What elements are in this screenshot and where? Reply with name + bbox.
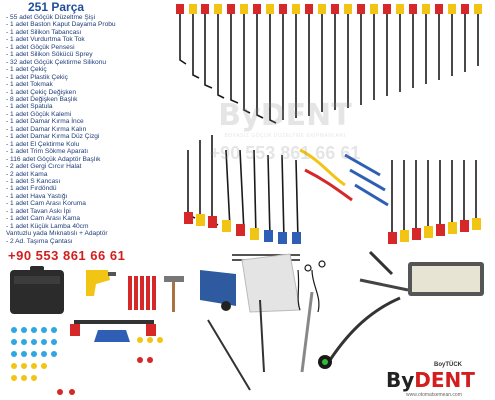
adapter-grid bbox=[11, 327, 163, 395]
list-item: - 1 adet Tavan Askı İpi bbox=[6, 207, 71, 215]
brand-logo: ByDENT bbox=[386, 368, 475, 392]
list-item: - 1 adet Hava Yastığı bbox=[6, 192, 68, 200]
list-item: Vantuzlu yada Mıknatıslı + Adaptör bbox=[6, 230, 108, 238]
list-item: - 32 adet Göçük Çektirme Silikonu bbox=[6, 58, 107, 66]
middle-rods bbox=[187, 135, 477, 241]
list-item: - 1 adet Çekiç Değişken bbox=[6, 88, 77, 96]
air-wedge bbox=[200, 270, 236, 311]
list-item: - 1 adet Çekiç bbox=[6, 66, 47, 74]
hammer bbox=[164, 276, 184, 312]
watermark-phone: +90 553 861 66 61 bbox=[209, 143, 361, 163]
list-item: - 1 adet Damar Kırma İnce bbox=[6, 118, 84, 126]
list-item: - 116 adet Göçük Adaptör Başlık bbox=[6, 155, 101, 163]
list-item: - 1 adet Damar Kırma Düz Çizgi bbox=[6, 133, 100, 141]
slide-hammer bbox=[300, 291, 314, 373]
list-item: - 1 adet Silikon Sökücü Sprey bbox=[6, 51, 93, 59]
list-item: - 1 adet S Kancası bbox=[6, 177, 61, 185]
list-item: - 1 adet Küçük Lamba 40cm bbox=[6, 222, 89, 230]
list-item: - 1 adet El Çektirme Kolu bbox=[6, 140, 80, 148]
center-bent-tools bbox=[299, 148, 389, 207]
list-item: - 1 adet Cam Arası Kama bbox=[6, 215, 81, 223]
bridge-puller bbox=[70, 320, 156, 342]
tool-case bbox=[10, 266, 64, 314]
brand-logo-part2: DENT bbox=[414, 368, 475, 392]
watermark-logo: ByDENT bbox=[218, 98, 352, 133]
middle-handles bbox=[184, 212, 481, 244]
brand-small: BoyTÜCK bbox=[434, 362, 462, 368]
list-item: - 2 adet Kama bbox=[6, 170, 48, 178]
list-item: - 1 adet Tokmak bbox=[6, 81, 53, 89]
list-item: - 1 adet Silikon Tabancası bbox=[6, 28, 82, 36]
brand-website: www.otomatsemean.com bbox=[406, 392, 462, 398]
gooseneck-suction bbox=[318, 296, 401, 369]
list-item: - 1 adet Spatula bbox=[6, 103, 53, 111]
top-rods bbox=[179, 8, 479, 124]
glue-sticks bbox=[128, 276, 156, 310]
tap-down-tool bbox=[207, 299, 265, 391]
ratchet-straps bbox=[297, 260, 326, 313]
list-item: - 1 adet Göçük Kalemi bbox=[6, 110, 72, 118]
list-item: - 1 adet Vurdurtma Tok Tok bbox=[6, 36, 85, 44]
glue-gun bbox=[86, 270, 116, 296]
phone-number: +90 553 861 66 61 bbox=[8, 248, 126, 263]
list-item: - 1 adet Göçük Pensesi bbox=[6, 43, 75, 51]
list-item: - 1 adet Plastik Çekiç bbox=[6, 73, 68, 81]
list-item: - 2 adet Gergi Cırcır Halat bbox=[6, 163, 82, 171]
brand-logo-part1: By bbox=[386, 368, 415, 392]
kit-title: 251 Parça bbox=[28, 0, 85, 14]
list-item: - 55 adet Göçük Düzeltme Şişi bbox=[6, 14, 96, 21]
contents-list: - 55 adet Göçük Düzeltme Şişi- 1 adet Ba… bbox=[6, 14, 176, 245]
list-item: - 2 Ad. Taşıma Çantası bbox=[6, 237, 73, 245]
list-item: - 1 adet Cam Arası Koruma bbox=[6, 200, 86, 208]
list-item: - 1 adet Trim Sökme Aparatı bbox=[6, 148, 89, 156]
led-lamp bbox=[359, 250, 484, 296]
list-item: - 8 adet Değişken Başlık bbox=[6, 95, 78, 103]
list-item: - 1 adet Fırdöndü bbox=[6, 185, 57, 193]
top-handles bbox=[176, 4, 482, 14]
watermark-tagline: BOYASIZ GÖÇÜK DÜZELTME EKİPMANLARI bbox=[224, 133, 346, 139]
cover-plate bbox=[241, 253, 301, 313]
list-item: - 1 adet Damar Kırma Kalın bbox=[6, 125, 87, 133]
watermark: ByDENT BOYASIZ GÖÇÜK DÜZELTME EKİPMANLAR… bbox=[190, 98, 380, 164]
list-item: - 1 adet Baston Kaput Dayama Probu bbox=[6, 21, 116, 29]
